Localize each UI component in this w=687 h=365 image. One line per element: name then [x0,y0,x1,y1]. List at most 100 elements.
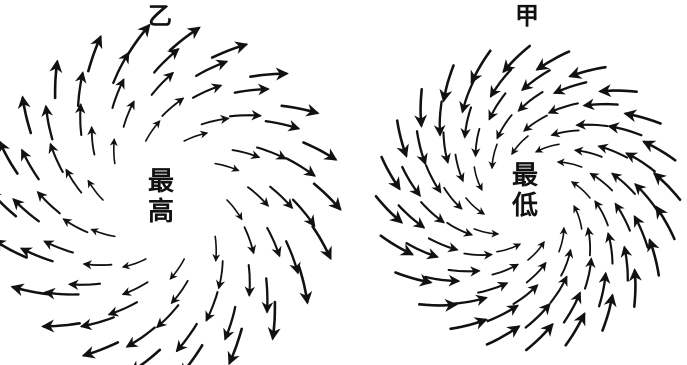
wind-arrow [23,98,31,133]
wind-arrow [113,54,128,83]
wind-arrow [193,86,220,98]
wind-arrow [314,184,340,209]
wind-arrow [474,167,482,190]
wind-arrow [474,229,497,234]
wind-arrow [177,324,197,351]
center-left-line2: 高 [144,198,178,228]
wind-arrow [381,236,412,254]
wind-arrow [657,208,675,239]
wind-arrow [376,196,401,222]
wind-arrow [585,104,618,105]
wind-arrow [230,115,260,116]
wind-arrow [51,145,63,172]
wind-arrow [257,148,285,159]
center-left-line1: 最 [144,168,178,198]
wind-arrow [248,187,268,205]
wind-arrow [215,164,238,171]
wind-arrow [528,242,544,260]
wind-arrow [576,150,602,157]
wind-arrow [46,107,52,139]
wind-arrow [519,92,543,110]
wind-arrow [397,121,406,156]
wind-arrow [382,157,400,188]
wind-arrow [402,167,419,195]
wind-arrow [463,80,474,111]
wind-arrow [78,73,83,106]
wind-arrow [233,150,259,157]
wind-arrow [476,129,480,156]
wind-arrow [566,314,584,345]
wind-arrow [425,277,458,281]
wind-arrow [444,188,461,209]
wind-arrow [171,259,185,279]
wind-arrow [625,248,628,281]
wind-arrow [55,62,57,98]
wind-arrow [249,265,250,295]
wind-arrow [574,206,582,229]
wind-arrow [526,305,550,328]
wind-arrow [92,128,95,155]
wind-arrow [207,292,218,320]
wind-arrow [88,37,100,71]
wind-arrow [421,89,422,125]
wind-arrow [552,130,579,135]
wind-arrow [114,140,115,164]
wind-arrow [181,345,202,365]
wind-arrow [595,202,608,226]
wind-arrow [313,227,331,258]
wind-arrow [219,261,223,288]
wind-arrow [235,89,268,93]
wind-arrow [270,187,292,208]
wind-arrow [123,282,147,294]
low-pressure-center-label: 最 低 [508,162,542,222]
wind-arrow [84,264,111,265]
left-panel-label: 乙 [140,4,180,28]
wind-arrow [627,154,655,172]
wind-arrow [266,121,298,128]
wind-arrow [490,93,506,118]
wind-arrow [293,200,314,226]
wind-arrow [0,191,16,216]
wind-arrow [588,229,590,256]
wind-arrow [128,328,155,347]
wind-arrow [571,67,606,76]
wind-arrow [38,193,60,214]
wind-arrow [644,142,675,160]
wind-arrow [158,305,179,327]
wind-arrow [497,244,520,252]
wind-arrow [282,106,317,113]
wind-arrow [0,142,17,173]
wind-arrow [491,70,511,96]
wind-arrow [472,51,490,82]
wind-arrow [266,278,267,311]
wind-arrow [626,114,661,124]
wind-arrow [154,50,178,73]
wind-arrow [526,325,552,350]
wind-arrow [451,320,486,329]
wind-arrow [536,144,559,152]
wind-arrow [162,99,183,116]
wind-arrow [487,327,518,345]
wind-arrow [196,62,226,76]
wind-arrow [70,284,100,285]
wind-arrow [635,217,648,247]
wind-arrow [14,200,39,222]
wind-arrow [538,52,569,70]
wind-arrow [419,304,455,305]
wind-arrow [227,200,242,219]
wind-arrow [299,267,307,302]
wind-arrow [123,259,146,267]
wind-arrow [564,294,580,323]
wind-arrow [124,102,134,127]
wind-arrow [447,223,471,235]
wind-arrow [304,143,336,160]
wind-arrow [267,228,279,255]
wind-arrow [88,181,103,200]
wind-arrow [514,286,538,304]
wind-arrow [608,234,612,264]
wind-arrow [286,241,298,272]
wind-arrow [634,271,635,307]
wind-arrow [550,103,578,112]
wind-arrow [131,350,160,365]
